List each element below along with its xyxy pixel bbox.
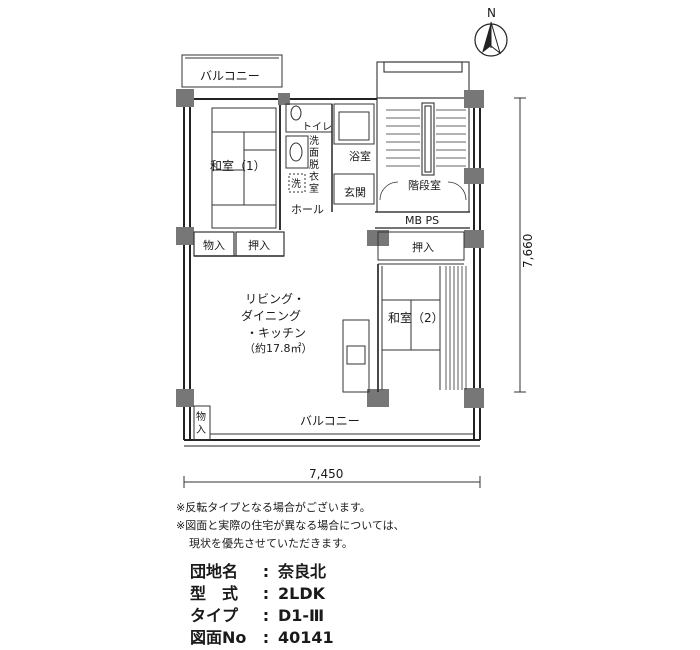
ldk-label-3: ・キッチン: [246, 326, 306, 340]
ldk-label-2: ダイニング: [241, 308, 301, 323]
washroom-label-4: 衣: [309, 170, 319, 183]
washitsu-2-label: 和室（2）: [388, 310, 444, 325]
info-value: 40141: [278, 628, 334, 647]
stairwell-block: [376, 61, 470, 213]
balcony-bottom-label: バルコニー: [300, 414, 360, 428]
mbps-label: MB PS: [405, 214, 439, 227]
balcony-top: [181, 54, 283, 88]
washitsu-1-label: 和室（1）: [210, 158, 266, 173]
info-label: 団地名: [190, 562, 239, 581]
dimension-lines: [183, 97, 526, 488]
stairwell-label: 階段室: [408, 178, 441, 192]
washitsu-1-room: [211, 105, 281, 230]
oshiire-1-label: 押入: [248, 238, 270, 252]
columns: [176, 89, 484, 408]
washer-label: 洗: [291, 178, 301, 190]
info-row: 団地名:奈良北: [190, 562, 327, 581]
washroom-label-5: 室: [309, 182, 319, 195]
info-row: 図面No:40141: [190, 628, 334, 647]
info-label: 型 式: [190, 584, 239, 603]
floor-plan: N バルコニー 階段室: [176, 6, 535, 488]
kitchen-counter: [342, 319, 370, 393]
note-2: ※図面と実際の住宅が異なる場合については、: [176, 519, 405, 532]
storage-1-label: 物入: [203, 238, 225, 252]
wet-area: [285, 103, 375, 212]
toilet-label: トイレ: [302, 122, 332, 133]
info-value: 奈良北: [278, 562, 327, 581]
entrance-label: 玄関: [344, 185, 366, 199]
washroom-label-1: 洗: [309, 135, 319, 147]
balcony-bottom: [193, 405, 474, 441]
ldk-label-1: リビング・: [245, 292, 305, 306]
compass-north-label: N: [487, 6, 496, 20]
oshiire-2-label: 押入: [412, 240, 434, 254]
walls: [183, 90, 481, 447]
info-row: 型 式:2LDK: [190, 584, 326, 603]
balcony-top-label: バルコニー: [200, 69, 260, 83]
washroom-label-2: 面: [309, 148, 319, 159]
storage-2-label-2: 入: [196, 425, 206, 436]
washitsu-2-room: [377, 231, 467, 392]
info-label: 図面No: [190, 628, 247, 647]
north-compass-icon: [474, 21, 508, 57]
hall-label: ホール: [291, 203, 324, 216]
height-dimension-label: 7,660: [521, 234, 535, 268]
storage-2-label-1: 物: [196, 410, 206, 423]
storage-row: [193, 231, 285, 257]
bath-label: 浴室: [349, 149, 371, 163]
ldk-label-4: （約17.8㎡）: [244, 341, 313, 355]
info-label: タイプ: [190, 606, 239, 625]
width-dimension-label: 7,450: [309, 467, 343, 481]
info-value: 2LDK: [278, 584, 326, 603]
notes: ※反転タイプとなる場合がございます。 ※図面と実際の住宅が異なる場合については、…: [176, 499, 405, 553]
property-info: 団地名:奈良北 型 式:2LDK タイプ:D1-Ⅲ 図面No:40141: [190, 561, 334, 649]
info-row: タイプ:D1-Ⅲ: [190, 606, 325, 625]
note-1: ※反転タイプとなる場合がございます。: [176, 501, 371, 514]
washroom-label-3: 脱: [309, 158, 319, 171]
info-value: D1-Ⅲ: [278, 606, 325, 625]
note-3: 現状を優先させていただきます。: [189, 537, 353, 550]
